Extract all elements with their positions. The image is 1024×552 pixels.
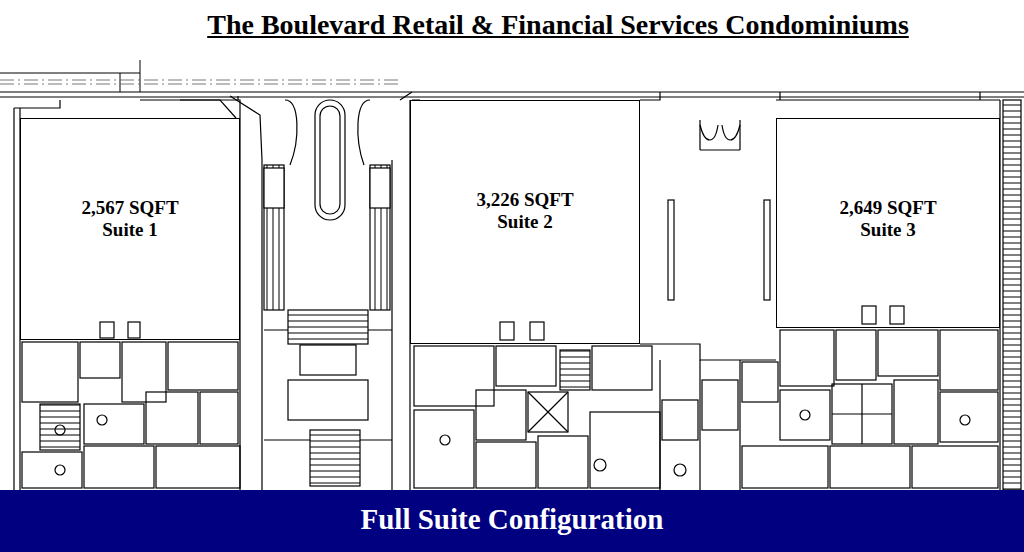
suite-room: 2,649 SQFTSuite 3 xyxy=(776,118,1000,328)
area-label: 2,649 SQFT xyxy=(777,197,999,219)
suite-room: 2,567 SQFTSuite 1 xyxy=(20,118,240,340)
room xyxy=(912,446,998,488)
room xyxy=(878,330,938,376)
stair xyxy=(288,310,368,344)
stair xyxy=(40,404,80,450)
corridor-wall xyxy=(660,360,740,490)
room xyxy=(894,380,938,444)
room xyxy=(830,446,910,488)
room xyxy=(590,412,660,488)
room xyxy=(414,346,494,406)
landing xyxy=(300,345,356,375)
exterior-wall xyxy=(400,92,660,100)
room xyxy=(414,410,474,488)
room xyxy=(476,390,526,440)
room xyxy=(742,446,828,488)
caption: Full Suite Configuration xyxy=(0,490,1024,552)
room xyxy=(742,362,778,402)
fixture xyxy=(100,322,114,338)
suite-name: Suite 2 xyxy=(411,211,639,233)
planter xyxy=(370,168,390,208)
exterior-wall xyxy=(776,92,1000,490)
stair xyxy=(560,350,590,390)
room xyxy=(496,346,556,386)
room xyxy=(832,384,892,444)
atrium-wall xyxy=(240,100,410,490)
toilet xyxy=(594,459,606,471)
sidewalk-hatch xyxy=(1003,100,1021,490)
toilet xyxy=(55,465,65,475)
suite-label: 3,226 SQFTSuite 2 xyxy=(411,189,639,233)
door-swing xyxy=(700,125,740,140)
column xyxy=(668,200,674,300)
toilet xyxy=(960,415,970,425)
room xyxy=(22,342,78,402)
column xyxy=(764,200,770,300)
room xyxy=(940,392,998,442)
room xyxy=(832,384,892,444)
toilet xyxy=(674,464,686,476)
room xyxy=(122,342,166,402)
room xyxy=(476,442,536,488)
stair xyxy=(310,430,360,486)
planter xyxy=(264,168,284,208)
suite-label: 2,649 SQFTSuite 3 xyxy=(777,197,999,241)
walkway xyxy=(285,100,370,165)
toilet xyxy=(800,410,810,420)
toilet xyxy=(97,415,107,425)
fountain xyxy=(315,100,345,220)
room xyxy=(702,380,738,430)
fixture xyxy=(530,322,544,340)
toilet xyxy=(55,425,65,435)
ramp xyxy=(264,165,284,310)
room xyxy=(538,436,588,488)
fixture xyxy=(128,322,140,338)
room xyxy=(780,330,834,386)
room xyxy=(22,452,82,488)
walls xyxy=(0,60,1024,490)
elevator xyxy=(528,392,568,432)
fixture xyxy=(862,306,876,324)
room xyxy=(84,404,144,444)
suite-label: 2,567 SQFTSuite 1 xyxy=(21,197,239,241)
lobby xyxy=(288,380,368,420)
room xyxy=(780,390,830,440)
room xyxy=(80,342,120,378)
street-line xyxy=(0,60,1024,97)
room xyxy=(84,446,154,488)
room xyxy=(168,342,238,390)
suite-room: 3,226 SQFTSuite 2 xyxy=(410,100,640,344)
elevator xyxy=(528,392,568,432)
room xyxy=(200,392,238,444)
room xyxy=(662,400,698,440)
ramp xyxy=(370,165,390,310)
area-label: 3,226 SQFT xyxy=(411,189,639,211)
room xyxy=(146,392,198,444)
fixture xyxy=(500,322,514,340)
room xyxy=(836,330,876,380)
exterior-wall xyxy=(180,96,240,340)
title: The Boulevard Retail & Financial Service… xyxy=(207,8,909,42)
suite-name: Suite 1 xyxy=(21,219,239,241)
corridor-wall xyxy=(640,120,776,360)
room xyxy=(156,446,240,488)
fixture xyxy=(890,306,904,324)
property-line xyxy=(0,80,400,84)
entry-steps xyxy=(140,96,262,160)
toilet xyxy=(440,435,450,445)
room xyxy=(592,346,652,390)
room xyxy=(940,330,998,390)
suite-name: Suite 3 xyxy=(777,219,999,241)
fountain xyxy=(320,106,340,214)
area-label: 2,567 SQFT xyxy=(21,197,239,219)
atrium-wall xyxy=(264,330,392,440)
